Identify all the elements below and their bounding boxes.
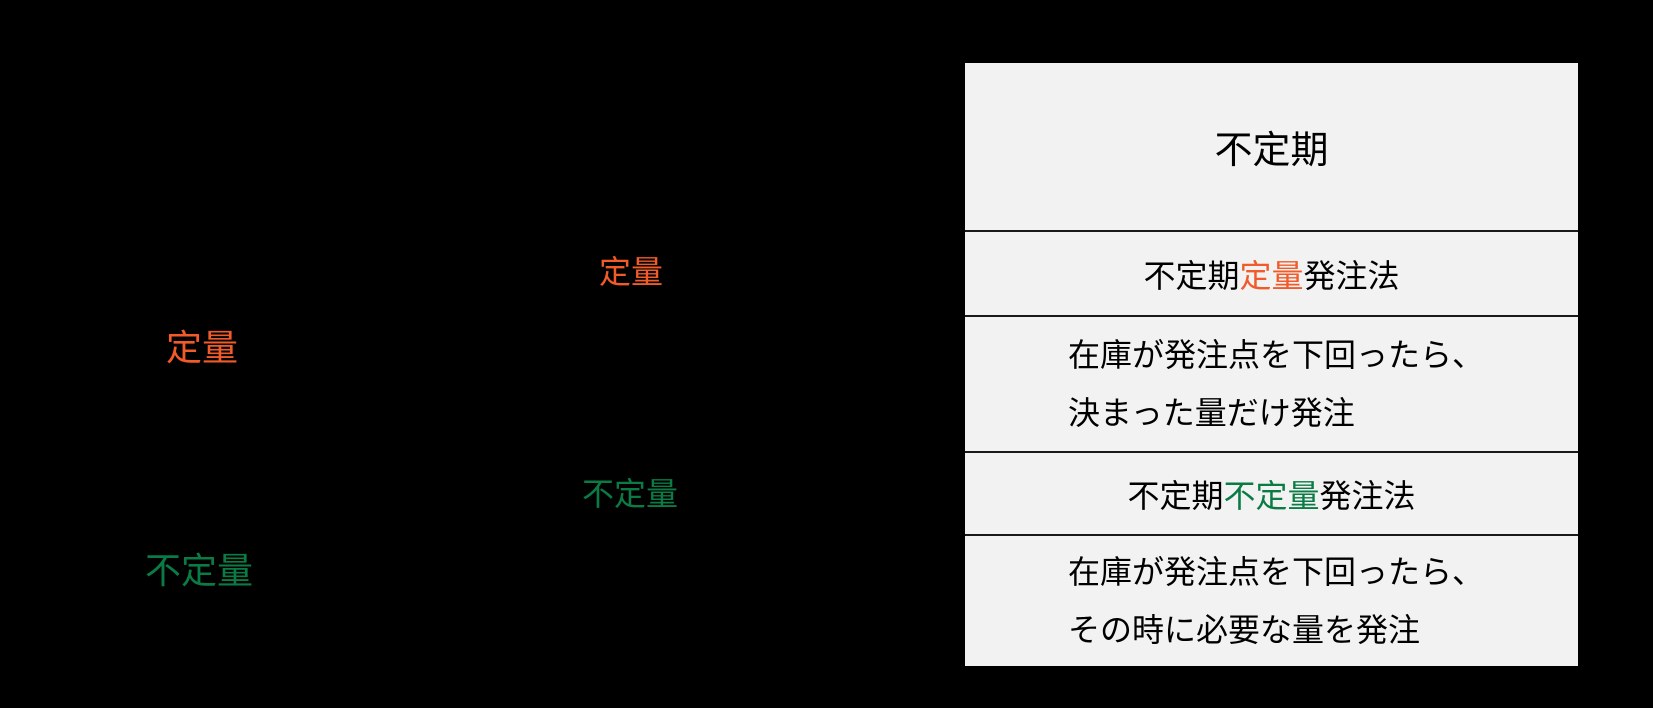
fixed-quantity-axis-label: 定量 <box>166 328 239 369</box>
fixed-quantity-branch-label: 定量 <box>599 253 664 291</box>
method-name-highlight-variable: 不定量 <box>1223 476 1320 515</box>
table-row-variable-method-description: 在庫が発注点を下回ったら、 その時に必要な量を発注 <box>965 536 1578 666</box>
method-name-suffix: 発注法 <box>1319 476 1416 515</box>
description-line: その時に必要な量を発注 <box>1068 611 1421 649</box>
table-row-variable-method-name: 不定期不定量発注法 <box>965 453 1578 534</box>
ordering-method-table: 不定期 不定期定量発注法 在庫が発注点を下回ったら、 決まった量だけ発注 不定期… <box>965 63 1578 666</box>
variable-quantity-axis-label: 不定量 <box>145 551 254 592</box>
table-row-fixed-method-name: 不定期定量発注法 <box>965 232 1578 315</box>
table-divider <box>965 534 1578 536</box>
table-row-fixed-method-description: 在庫が発注点を下回ったら、 決まった量だけ発注 <box>965 317 1578 451</box>
table-divider <box>965 451 1578 453</box>
variable-quantity-branch-label: 不定量 <box>582 475 679 513</box>
table-divider <box>965 230 1578 232</box>
method-name-highlight-fixed: 定量 <box>1239 256 1304 295</box>
method-name-suffix: 発注法 <box>1303 256 1400 295</box>
table-header-label: 不定期 <box>1214 128 1329 172</box>
description-line: 在庫が発注点を下回ったら、 <box>1068 553 1485 591</box>
method-name-prefix: 不定期 <box>1143 256 1240 295</box>
method-name-prefix: 不定期 <box>1127 476 1224 515</box>
description-line: 決まった量だけ発注 <box>1068 394 1355 432</box>
table-header-irregular-period: 不定期 <box>965 63 1578 230</box>
table-divider <box>965 315 1578 317</box>
description-line: 在庫が発注点を下回ったら、 <box>1068 336 1485 374</box>
